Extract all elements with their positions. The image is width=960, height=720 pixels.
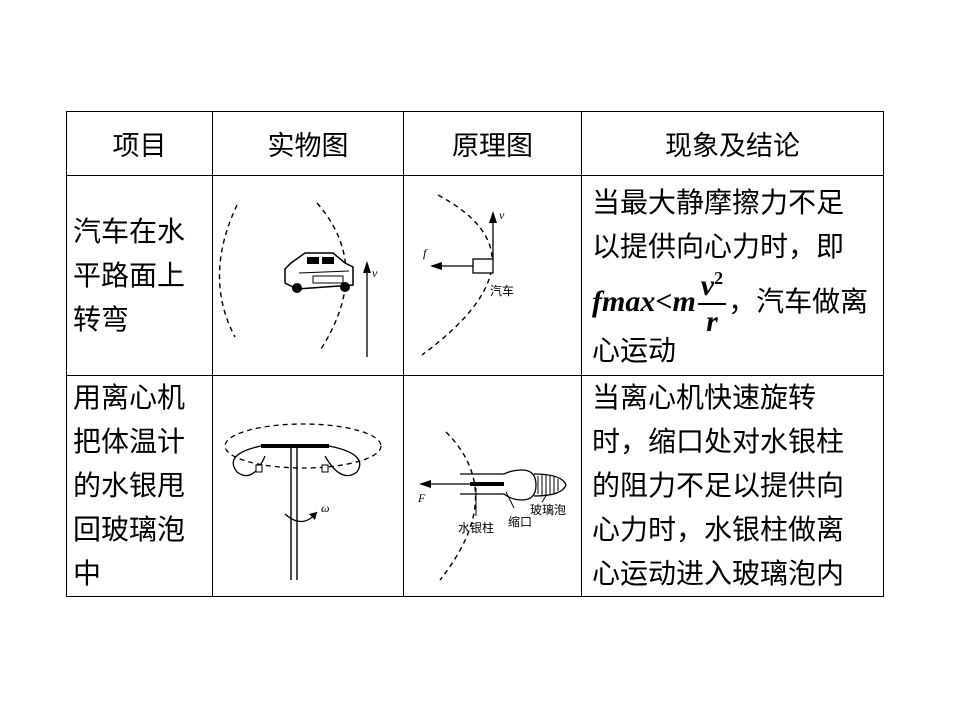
project-line: 中 xyxy=(73,557,102,590)
conclusion-line: 当最大静摩擦力不足 xyxy=(592,185,845,219)
real-figure-centrifuge: ω xyxy=(212,375,404,597)
car-label: 汽车 xyxy=(490,283,514,298)
header-real-figure: 实物图 xyxy=(212,111,404,176)
conclusion-centrifuge: 当离心机快速旋转 时，缩口处对水银柱 的阻力不足以提供向 心力时，水银柱做离 心… xyxy=(581,375,884,597)
mercury-label: 水银柱 xyxy=(458,520,494,535)
bulb-label: 玻璃泡 xyxy=(530,503,566,517)
row-car-turning: 汽车在水 平路面上 转弯 v xyxy=(66,175,884,376)
formula-m: m xyxy=(672,284,696,318)
principle-figure-car: v f 汽车 xyxy=(403,175,582,376)
car-photo-illustration: v xyxy=(218,202,378,357)
project-line: 用离心机 xyxy=(73,381,186,414)
omega-label: ω xyxy=(321,501,329,515)
header-row: 项目 实物图 原理图 现象及结论 xyxy=(66,111,884,176)
velocity-label: v xyxy=(372,266,378,280)
formula-lt: < xyxy=(655,284,673,318)
glass-bulb-icon xyxy=(533,473,567,497)
velocity-label: v xyxy=(499,208,505,222)
conclusion-line: 心运动进入玻璃泡内 xyxy=(592,557,845,590)
formula-exponent: 2 xyxy=(714,267,724,288)
conclusion-line: 心运动 xyxy=(592,333,677,367)
car-force-diagram: v f 汽车 xyxy=(421,193,514,356)
conclusion-line: 当离心机快速旋转 xyxy=(592,381,817,414)
conclusion-line: 的阻力不足以提供向 xyxy=(592,469,845,502)
project-line: 汽车在水 xyxy=(73,214,186,248)
force-label: F xyxy=(417,491,426,505)
header-project: 项目 xyxy=(66,111,213,176)
friction-label: f xyxy=(423,246,428,260)
project-line: 回玻璃泡 xyxy=(73,513,186,546)
conclusion-line: 心力时，水银柱做离 xyxy=(592,513,845,546)
conclusion-line: 时，缩口处对水银柱 xyxy=(592,425,845,458)
project-line: 平路面上 xyxy=(73,258,186,292)
header-principle-figure: 原理图 xyxy=(403,111,582,176)
row-centrifuge: 用离心机 把体温计 的水银甩 回玻璃泡 中 ω xyxy=(66,375,884,597)
project-car-turning: 汽车在水 平路面上 转弯 xyxy=(66,175,213,376)
project-line: 的水银甩 xyxy=(73,469,186,502)
formula-f: f xyxy=(592,284,602,318)
thermometer-force-diagram: F 玻璃泡 缩口 水银柱 xyxy=(417,431,567,581)
project-line: 转弯 xyxy=(73,302,130,336)
principle-figure-centrifuge: F 玻璃泡 缩口 水银柱 xyxy=(403,375,582,597)
formula-fraction: v2 r xyxy=(697,267,727,338)
neck-label: 缩口 xyxy=(508,514,532,529)
formula-v: v xyxy=(700,268,715,302)
formula-r: r xyxy=(706,304,718,338)
formula-max: max xyxy=(602,284,656,318)
comparison-table: 项目 实物图 原理图 现象及结论 汽车在水 平路面上 转弯 xyxy=(66,111,884,597)
centrifuge-illustration: ω xyxy=(224,423,382,580)
header-phenomenon-conclusion: 现象及结论 xyxy=(581,111,884,176)
project-centrifuge: 用离心机 把体温计 的水银甩 回玻璃泡 中 xyxy=(66,375,213,597)
car-icon xyxy=(284,251,354,293)
conclusion-line: 以提供向心力时，即 xyxy=(592,229,845,263)
formula-tail: ，汽车做离 xyxy=(728,284,869,318)
project-line: 把体温计 xyxy=(73,425,186,458)
real-figure-car: v xyxy=(212,175,404,376)
